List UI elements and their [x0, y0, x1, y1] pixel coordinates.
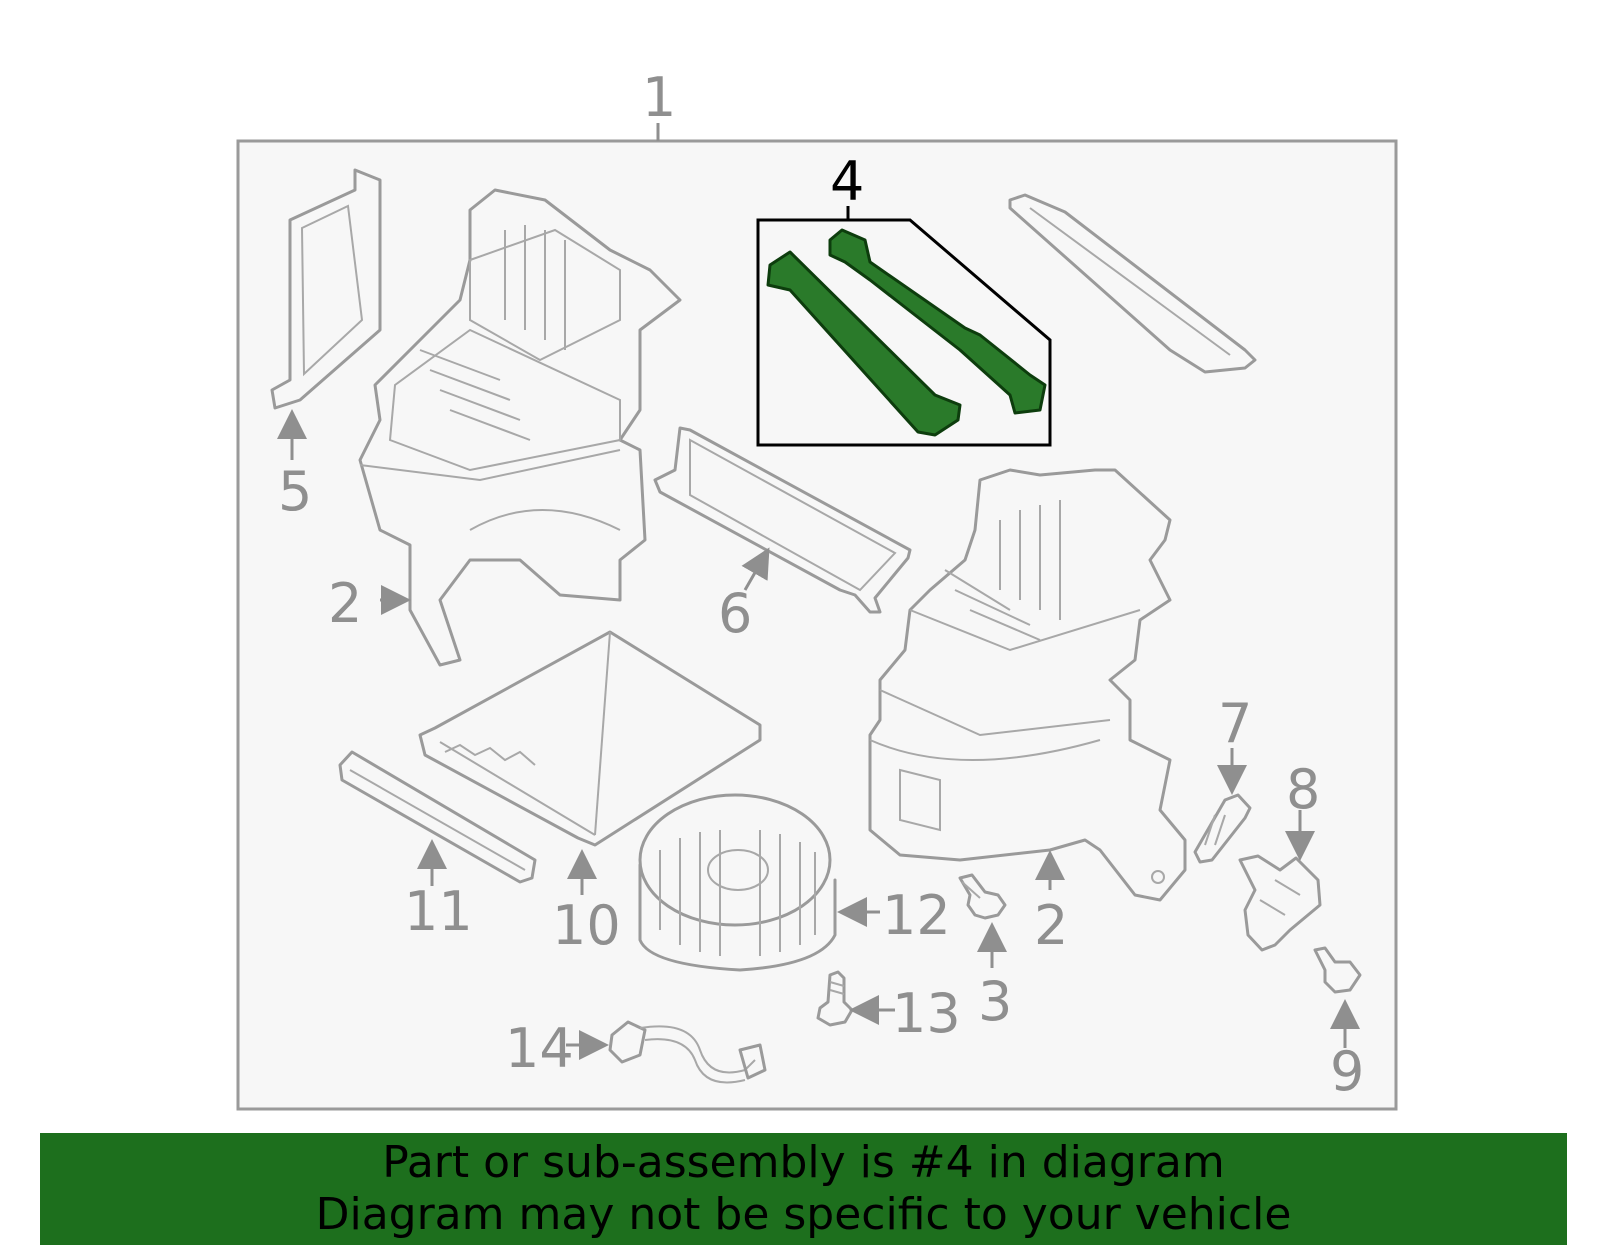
part-3-screw[interactable]: [958, 873, 1007, 920]
part-5-filter-frame[interactable]: [270, 168, 382, 410]
callout-8: 8: [1286, 758, 1320, 821]
part-4-seal-left[interactable]: [766, 250, 962, 437]
callout-7: 7: [1218, 692, 1252, 755]
banner-line-2: Diagram may not be specific to your vehi…: [315, 1189, 1292, 1240]
callout-10: 10: [552, 894, 621, 957]
part-9-screw[interactable]: [1313, 946, 1362, 994]
part-14-wire-harness[interactable]: [608, 1020, 767, 1084]
part-7-sensor[interactable]: [1193, 793, 1252, 864]
part-4-box[interactable]: 4: [756, 150, 1052, 447]
callout-12: 12: [882, 884, 951, 947]
callout-13: 13: [892, 982, 961, 1045]
callout-11: 11: [404, 880, 473, 943]
callout-6: 6: [718, 582, 752, 645]
part-12-blower-wheel[interactable]: [638, 793, 837, 972]
part-gasket-strip[interactable]: [1008, 193, 1257, 374]
callout-1: 1: [642, 66, 676, 129]
part-6-door[interactable]: [653, 426, 912, 614]
part-2-housing-right[interactable]: [868, 468, 1187, 902]
callout-14: 14: [505, 1017, 574, 1080]
part-11-seal-bar[interactable]: [338, 750, 537, 884]
callout-5: 5: [278, 460, 312, 523]
info-banner: Part or sub-assembly is #4 in diagram Di…: [40, 1133, 1567, 1245]
part-13-screw[interactable]: [816, 970, 854, 1027]
callout-2-left: 2: [328, 572, 362, 635]
part-4-seal-right[interactable]: [828, 228, 1047, 415]
callout-9: 9: [1330, 1040, 1364, 1103]
part-10-evaporator[interactable]: [418, 630, 762, 847]
part-8-actuator[interactable]: [1238, 854, 1322, 952]
callout-2-right: 2: [1034, 894, 1068, 957]
part-2-housing-left[interactable]: [358, 188, 682, 667]
callout-4: 4: [830, 150, 864, 213]
banner-line-1: Part or sub-assembly is #4 in diagram: [382, 1137, 1225, 1188]
callout-3: 3: [978, 970, 1012, 1033]
